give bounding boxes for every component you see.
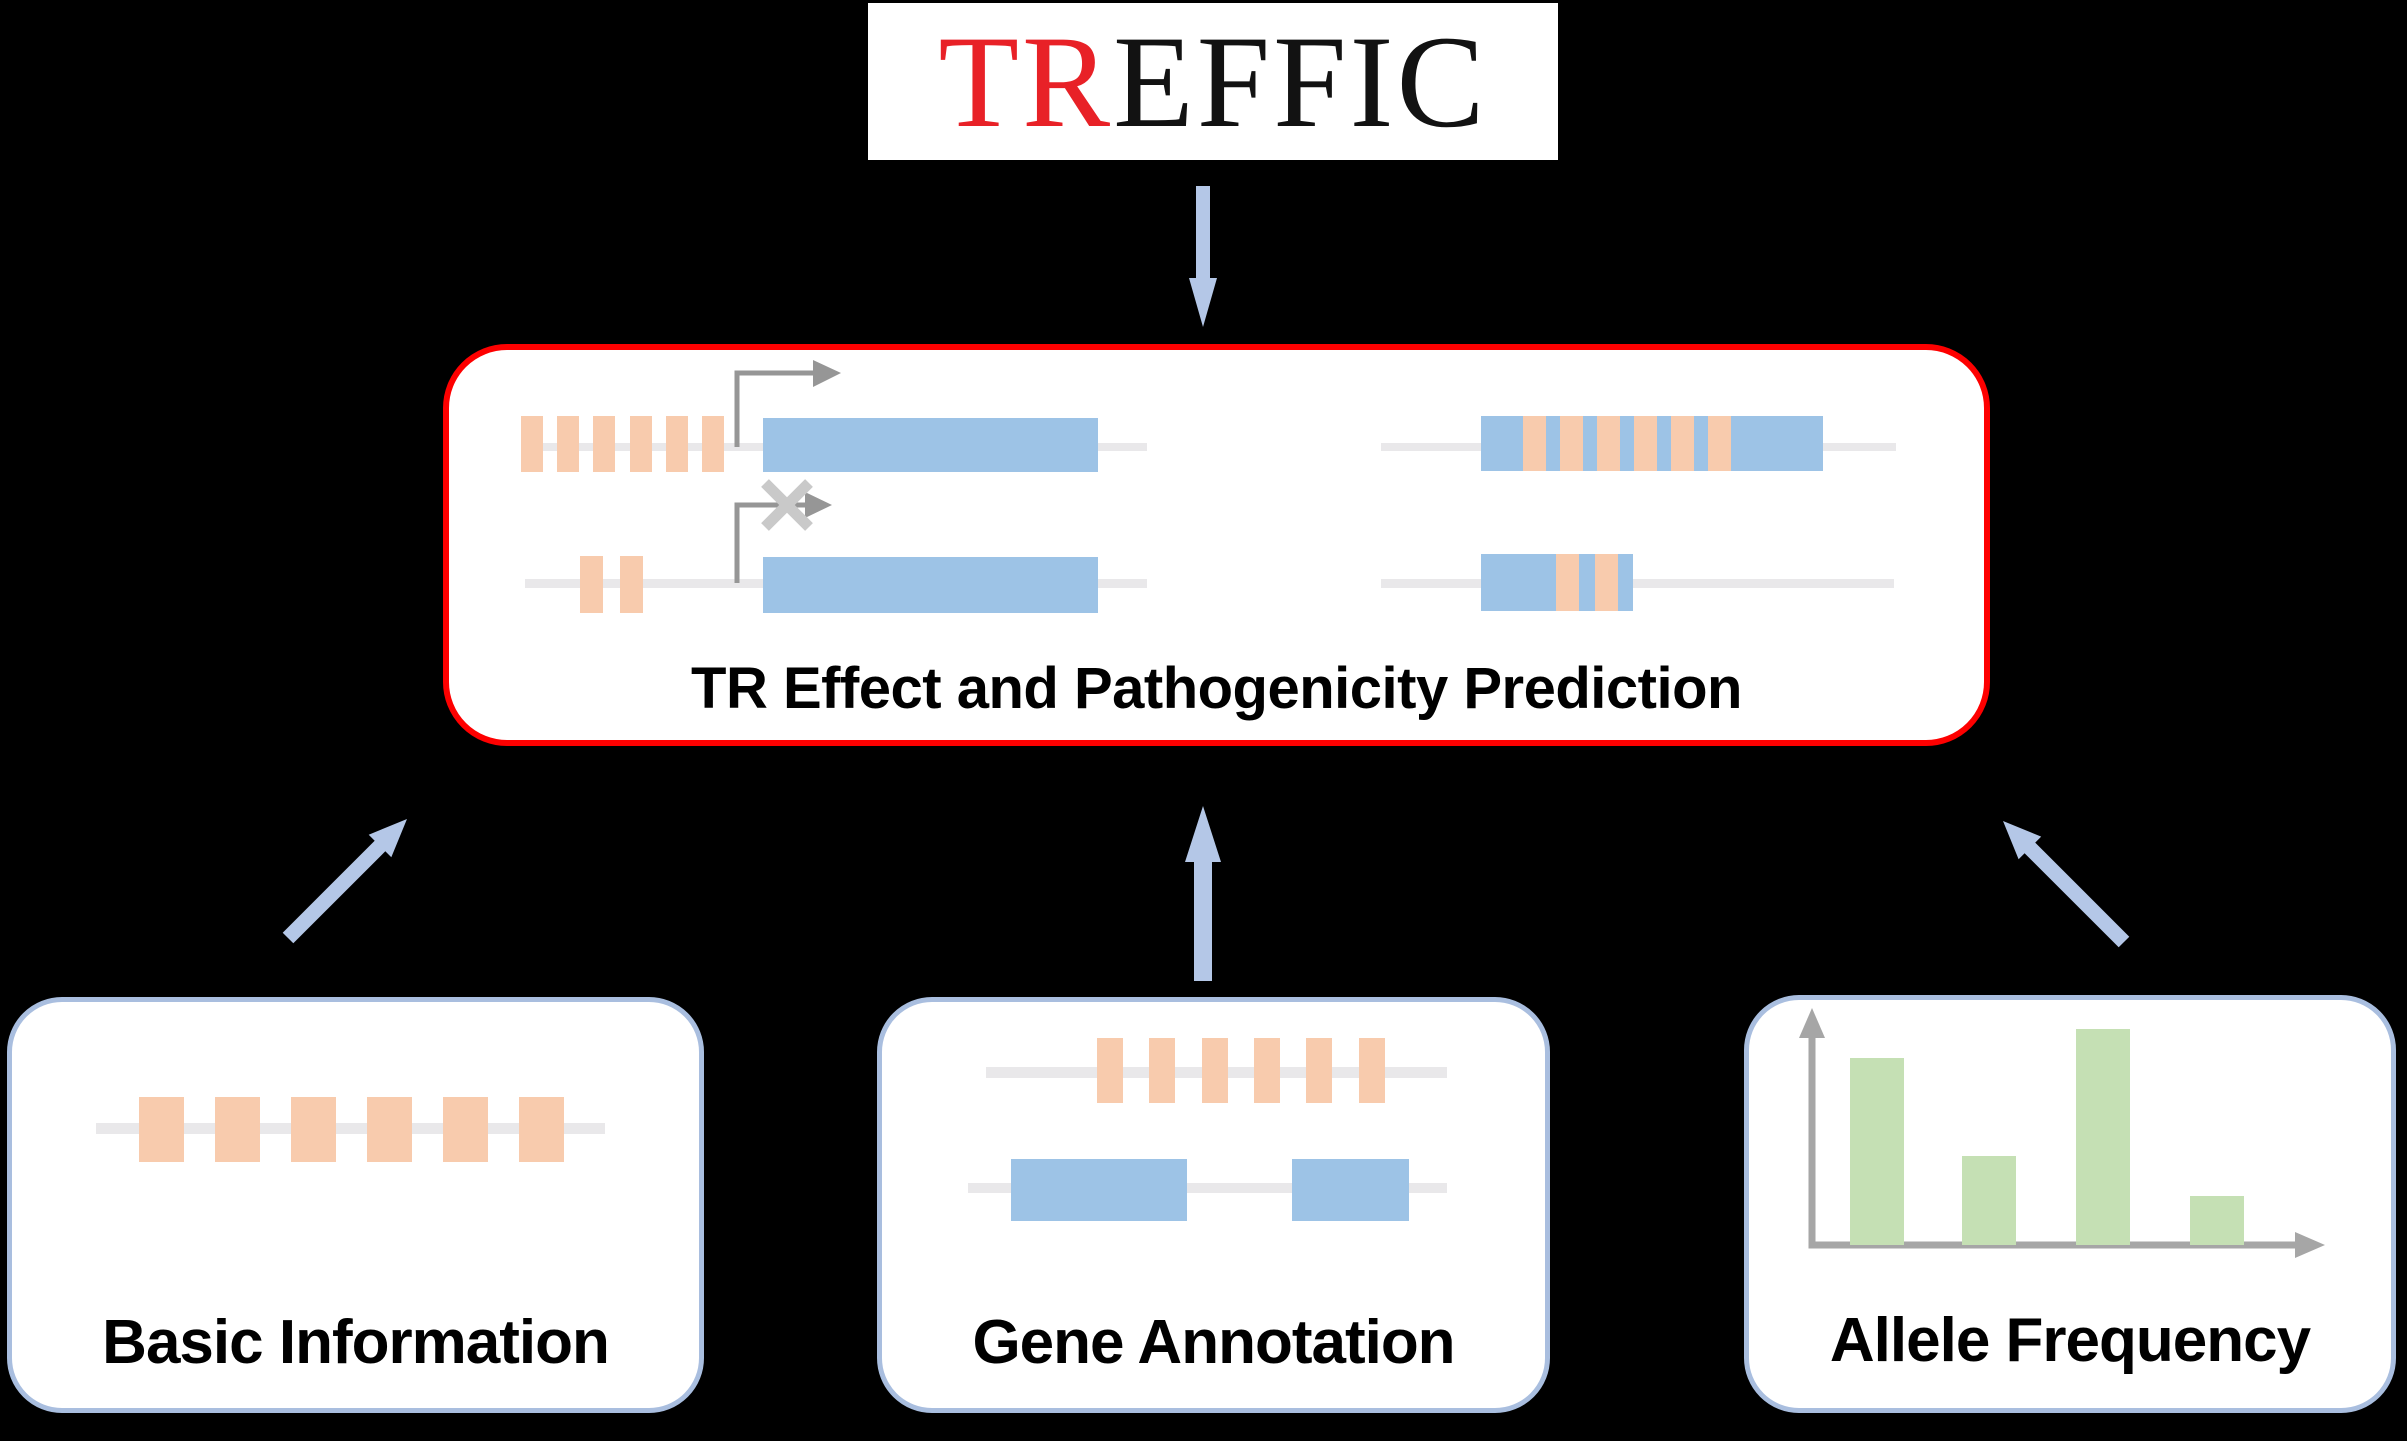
tandem-repeat-bar: [1202, 1038, 1228, 1103]
frequency-axes-icon: [1799, 1008, 2325, 1258]
tandem-repeat-bar: [1359, 1038, 1385, 1103]
cross-icon: [761, 479, 813, 531]
logo-text-tr: TR: [938, 7, 1114, 155]
tr-exon-contracted-rect: [1481, 554, 1633, 611]
freq-bar-1: [1850, 1058, 1904, 1245]
exon-rect: [763, 557, 1098, 613]
y-axis-arrowhead-icon: [1799, 1008, 1825, 1038]
x-axis-arrowhead-icon: [2295, 1232, 2325, 1258]
tss-blocked-icon: [734, 479, 832, 583]
tandem-repeat-bar: [367, 1097, 412, 1162]
tandem-repeat-bar: [702, 416, 724, 472]
basic-info-box: Basic Information: [7, 997, 704, 1413]
tandem-repeat-bar: [620, 556, 643, 613]
gene-line: [1381, 579, 1894, 588]
tss-arrow-icon: [734, 360, 841, 447]
allele-frequency-label: Allele Frequency: [1829, 1306, 2311, 1375]
diagonal-up-left-arrow-icon: [2003, 821, 2130, 948]
down-arrow-icon: [1189, 186, 1217, 327]
gene-line: [968, 1183, 1447, 1193]
diagonal-up-right-arrow-icon: [282, 819, 407, 944]
exon-rect: [763, 418, 1098, 472]
tandem-repeat-bar: [519, 1097, 564, 1162]
gene-line: [96, 1123, 605, 1134]
tr-exon-expanded-rect: [1481, 416, 1823, 471]
tandem-repeat-bar: [291, 1097, 336, 1162]
prediction-box: TR Effect and Pathogenicity Prediction: [443, 344, 1990, 746]
tandem-repeat-bar: [1254, 1038, 1280, 1103]
tandem-repeat-bar: [557, 416, 579, 472]
tandem-repeat-bar: [666, 416, 688, 472]
freq-bar-3: [2076, 1029, 2130, 1245]
prediction-title: TR Effect and Pathogenicity Prediction: [691, 656, 1742, 721]
tandem-repeat-bar: [580, 556, 603, 613]
up-arrow-icon: [1185, 806, 1221, 981]
tandem-repeat-bar: [521, 416, 543, 472]
tandem-repeat-bar: [1149, 1038, 1175, 1103]
gene-annotation-label: Gene Annotation: [972, 1308, 1455, 1377]
treffic-logo-text: TREFFIC: [938, 15, 1487, 148]
basic-info-label: Basic Information: [102, 1308, 610, 1377]
tandem-repeat-bar: [139, 1097, 184, 1162]
tandem-repeat-bar: [215, 1097, 260, 1162]
tandem-repeat-bar: [1306, 1038, 1332, 1103]
tandem-repeat-bar: [1097, 1038, 1123, 1103]
treffic-logo-box: TREFFIC: [868, 3, 1558, 160]
allele-frequency-box: Allele Frequency: [1744, 995, 2396, 1413]
freq-bar-2: [1962, 1156, 2016, 1245]
tandem-repeat-bar: [443, 1097, 488, 1162]
exon-rect: [1011, 1159, 1187, 1221]
exon-rect: [1292, 1159, 1409, 1221]
gene-annotation-box: Gene Annotation: [877, 997, 1550, 1413]
freq-bar-4: [2190, 1196, 2244, 1245]
prediction-diagrams: TR Effect and Pathogenicity Prediction: [449, 350, 1984, 740]
tandem-repeat-bar: [630, 416, 652, 472]
logo-text-effic: EFFIC: [1113, 7, 1488, 155]
tandem-repeat-bar: [593, 416, 615, 472]
